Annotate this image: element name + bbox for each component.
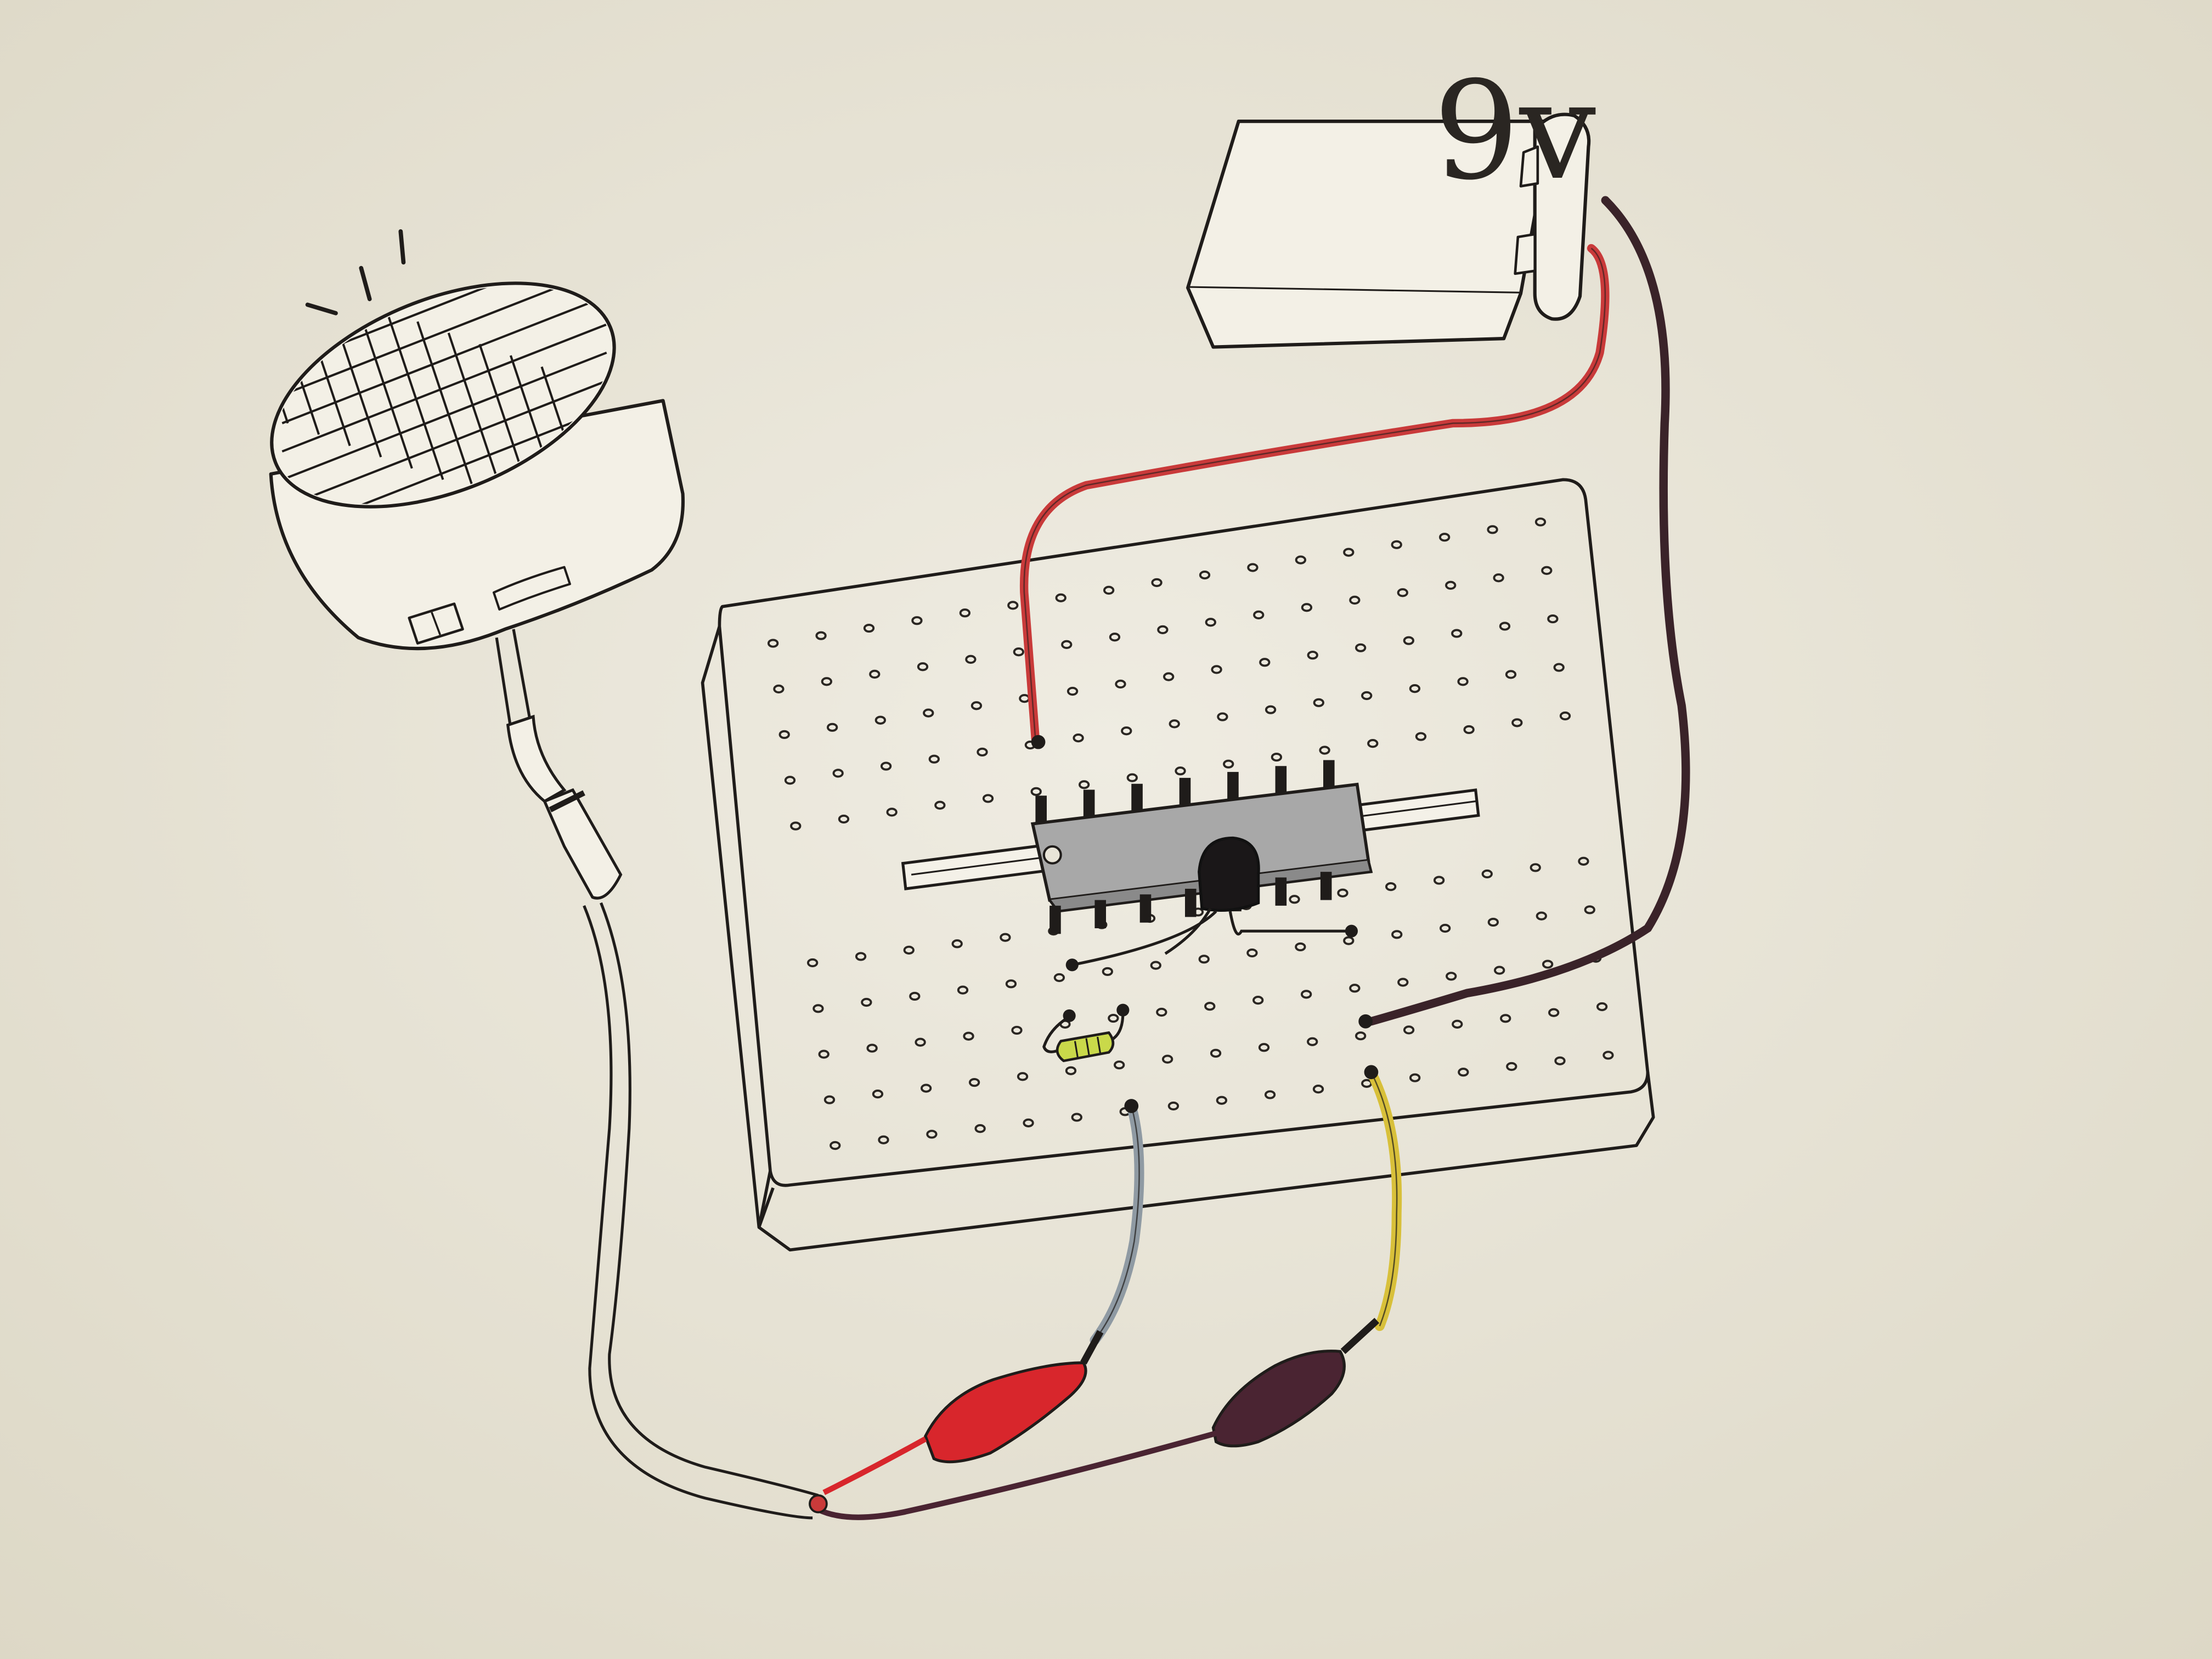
chip-pin <box>1185 889 1197 917</box>
chip-pin <box>1276 877 1287 905</box>
battery-label: 9v <box>1434 53 1596 210</box>
chip-pin <box>1321 872 1332 900</box>
chip-pin <box>1140 894 1152 922</box>
chip-pin <box>1049 906 1061 934</box>
chip-notch <box>1044 847 1061 864</box>
chip-pin <box>1094 900 1106 928</box>
cable-junction <box>810 1496 827 1513</box>
